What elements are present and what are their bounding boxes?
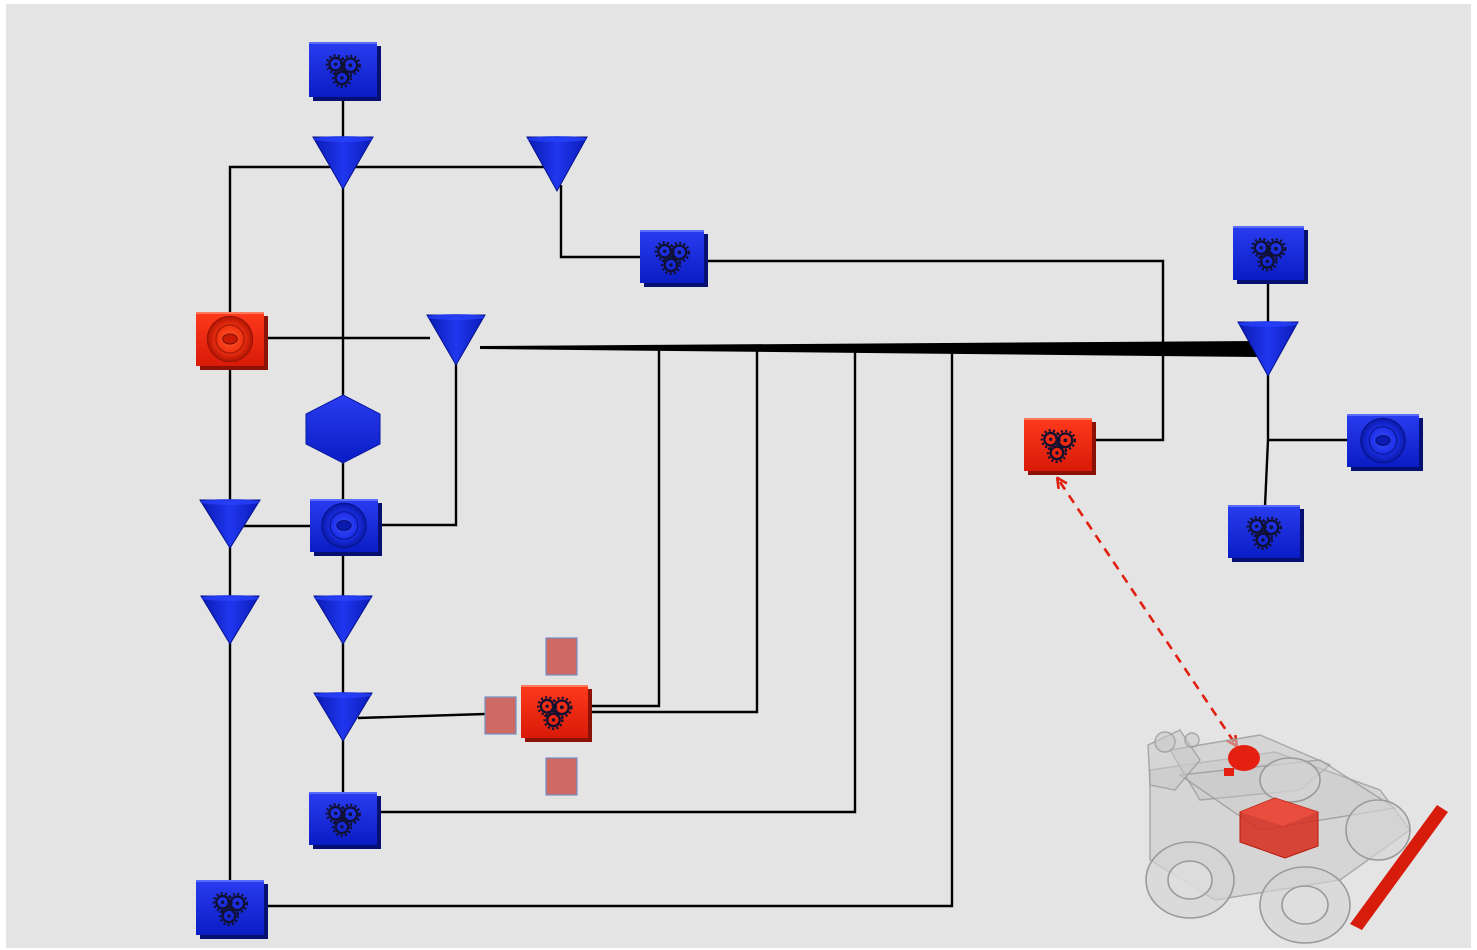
valve-group: [199, 136, 1299, 742]
wire: [264, 351, 954, 908]
gear-right-top[interactable]: [1233, 226, 1308, 284]
port-bottom[interactable]: [545, 757, 578, 796]
wheel-front-right: [1345, 799, 1411, 861]
wire: [1263, 439, 1270, 507]
valve-top-center[interactable]: [312, 136, 374, 191]
disc-icon: [321, 502, 367, 549]
wire: [376, 350, 857, 814]
disc-red-left[interactable]: [196, 312, 268, 370]
component-blocks: [196, 42, 1423, 939]
disc-icon: [206, 315, 254, 363]
wire: [588, 350, 759, 714]
wire: [228, 165, 557, 338]
gear-upper-mid[interactable]: [640, 230, 708, 287]
main-bus: [480, 341, 1258, 357]
connection-lines: [228, 95, 1347, 908]
valve-center-2[interactable]: [313, 595, 373, 645]
gear-red-right[interactable]: [1024, 418, 1096, 475]
valve-top-right[interactable]: [526, 136, 588, 193]
association-arrow: [1060, 482, 1234, 742]
gear-bottom-left[interactable]: [196, 880, 268, 939]
vehicle-wheels: [1145, 757, 1411, 944]
port-top[interactable]: [545, 637, 578, 676]
valve-mid[interactable]: [426, 314, 486, 366]
disc-icon: [1360, 417, 1406, 464]
gear-red-center[interactable]: [521, 685, 592, 742]
vehicle-illustration: [1145, 729, 1448, 944]
wire: [357, 712, 486, 720]
valve-center-3[interactable]: [313, 692, 373, 742]
gear-lower-center[interactable]: [309, 792, 381, 849]
engine-dome[interactable]: [1228, 745, 1260, 771]
vehicle-highlighted-part[interactable]: [1224, 745, 1448, 930]
hexagon-hub[interactable]: [305, 394, 381, 464]
port-left[interactable]: [484, 696, 517, 735]
wire: [376, 360, 458, 527]
disc-blue-right[interactable]: [1347, 414, 1423, 471]
wire: [588, 349, 661, 708]
wire: [559, 185, 640, 259]
wheel-rear-right: [1259, 757, 1321, 803]
front-blade[interactable]: [1350, 805, 1448, 930]
disc-blue-center[interactable]: [310, 499, 382, 556]
gear-right-bottom[interactable]: [1228, 505, 1304, 562]
valve-left-2[interactable]: [200, 595, 260, 645]
valve-left-1[interactable]: [199, 499, 261, 549]
valve-right-hub[interactable]: [1237, 321, 1299, 378]
port-group: [484, 637, 578, 796]
gear-top[interactable]: [309, 42, 381, 101]
